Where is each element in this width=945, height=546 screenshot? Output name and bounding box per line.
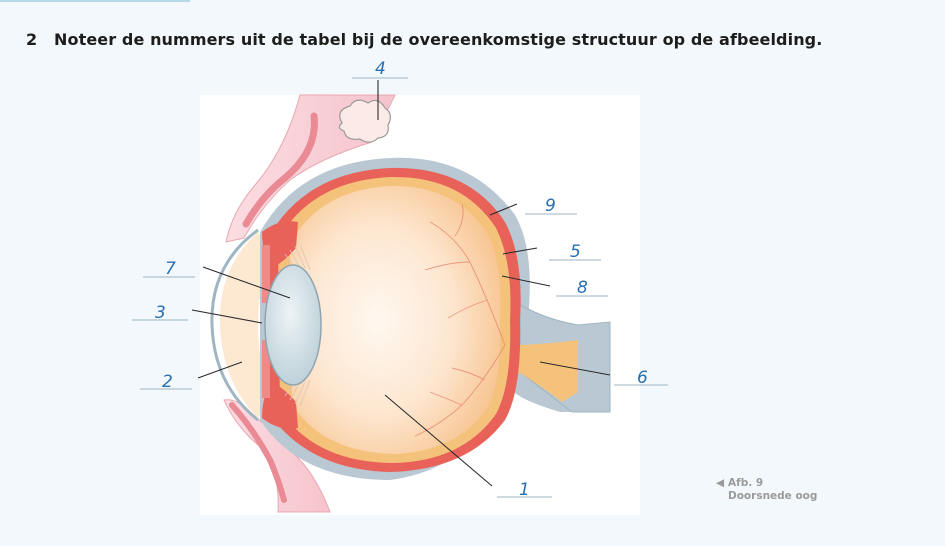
caption-triangle-icon: ◀ xyxy=(716,477,725,489)
lens xyxy=(264,264,322,386)
suspensory-ligaments xyxy=(284,243,311,407)
upper-eyelid-muscle xyxy=(242,112,318,228)
question-heading: 2 Noteer de nummers uit de tabel bij de o… xyxy=(26,30,822,49)
lower-eyelid-muscle xyxy=(229,402,287,503)
label-2: 2 xyxy=(162,372,173,392)
top-rule xyxy=(0,0,190,2)
question-number: 2 xyxy=(26,30,38,49)
vitreous-body xyxy=(290,186,501,454)
label-7: 7 xyxy=(165,259,176,279)
label-6: 6 xyxy=(637,368,648,388)
iris-upper xyxy=(262,221,298,268)
figure-caption: ◀Afb. 9 Doorsnede oog xyxy=(716,477,817,503)
question-text: Noteer de nummers uit de tabel bij de ov… xyxy=(54,30,823,49)
label-1: 1 xyxy=(519,480,530,500)
anterior-chamber xyxy=(219,232,270,418)
retinal-vessels xyxy=(414,203,506,437)
answer-blanks xyxy=(132,77,668,498)
label-3: 3 xyxy=(155,303,166,323)
label-4: 4 xyxy=(375,59,386,79)
caption-line2: Doorsnede oog xyxy=(728,490,818,502)
label-5: 5 xyxy=(570,242,581,262)
label-8: 8 xyxy=(577,278,588,298)
label-9: 9 xyxy=(545,196,556,216)
optic-nerve xyxy=(512,340,578,402)
cornea xyxy=(210,228,259,422)
iris-edge-lower xyxy=(262,340,270,398)
leader-lines xyxy=(191,80,611,487)
iris-edge-upper xyxy=(262,245,270,303)
lacrimal-gland xyxy=(338,99,391,143)
iris-lower xyxy=(262,382,298,429)
caption-line1: Afb. 9 xyxy=(728,477,764,489)
